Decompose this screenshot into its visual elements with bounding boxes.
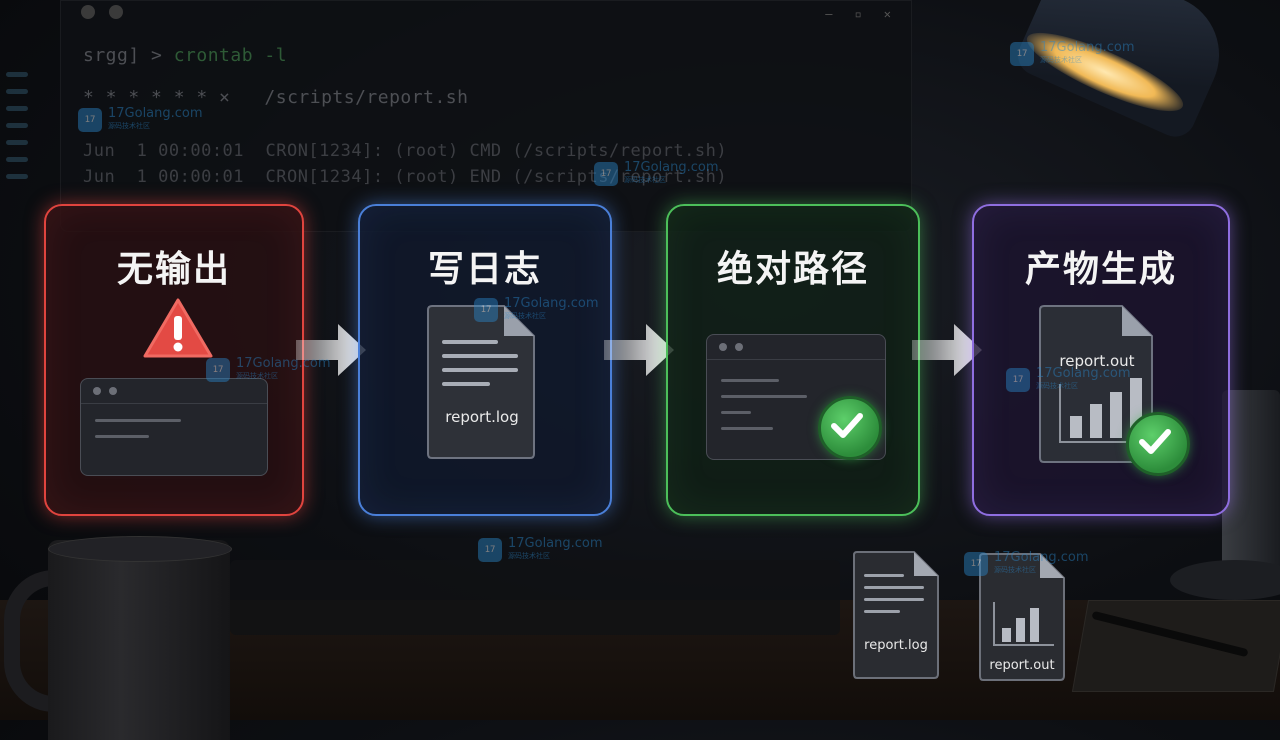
step-card-artifact-generated: 产物生成 report.out (972, 204, 1230, 516)
step-card-absolute-path: 绝对路径 (666, 204, 920, 516)
terminal-window-controls: —▫✕ (825, 7, 891, 21)
terminal-prompt: srgg] > (83, 45, 162, 66)
background-monitor-side (0, 60, 36, 260)
step-title: 绝对路径 (668, 240, 918, 292)
coffee-mug-rim (48, 536, 232, 562)
step-title: 产物生成 (974, 240, 1228, 292)
warning-icon (142, 296, 214, 360)
step-title: 无输出 (46, 240, 302, 292)
desk-report-file-label: report.out (978, 658, 1066, 673)
step-title: 写日志 (360, 240, 610, 292)
terminal-cron-entry: * * * * * * × /scripts/report.sh (83, 87, 468, 108)
keyboard (230, 560, 840, 635)
desk-lamp-foot (1170, 560, 1280, 600)
desk-log-file-label: report.log (852, 638, 940, 653)
check-icon (1126, 412, 1190, 476)
log-file-icon (426, 304, 538, 460)
empty-output-window (80, 378, 268, 476)
arrow-right-icon (604, 320, 674, 380)
terminal-command-line: srgg] > crontab -l (83, 45, 287, 66)
check-icon (818, 396, 882, 460)
terminal-window-dots (81, 5, 123, 19)
terminal-log-line: Jun 1 00:00:01 CRON[1234]: (root) CMD (/… (83, 141, 727, 161)
step-card-write-log: 写日志 report.log (358, 204, 612, 516)
log-file-label: report.log (426, 408, 538, 426)
log-file-icon (852, 550, 940, 680)
coffee-mug (48, 540, 230, 740)
terminal-command: crontab -l (174, 45, 287, 66)
